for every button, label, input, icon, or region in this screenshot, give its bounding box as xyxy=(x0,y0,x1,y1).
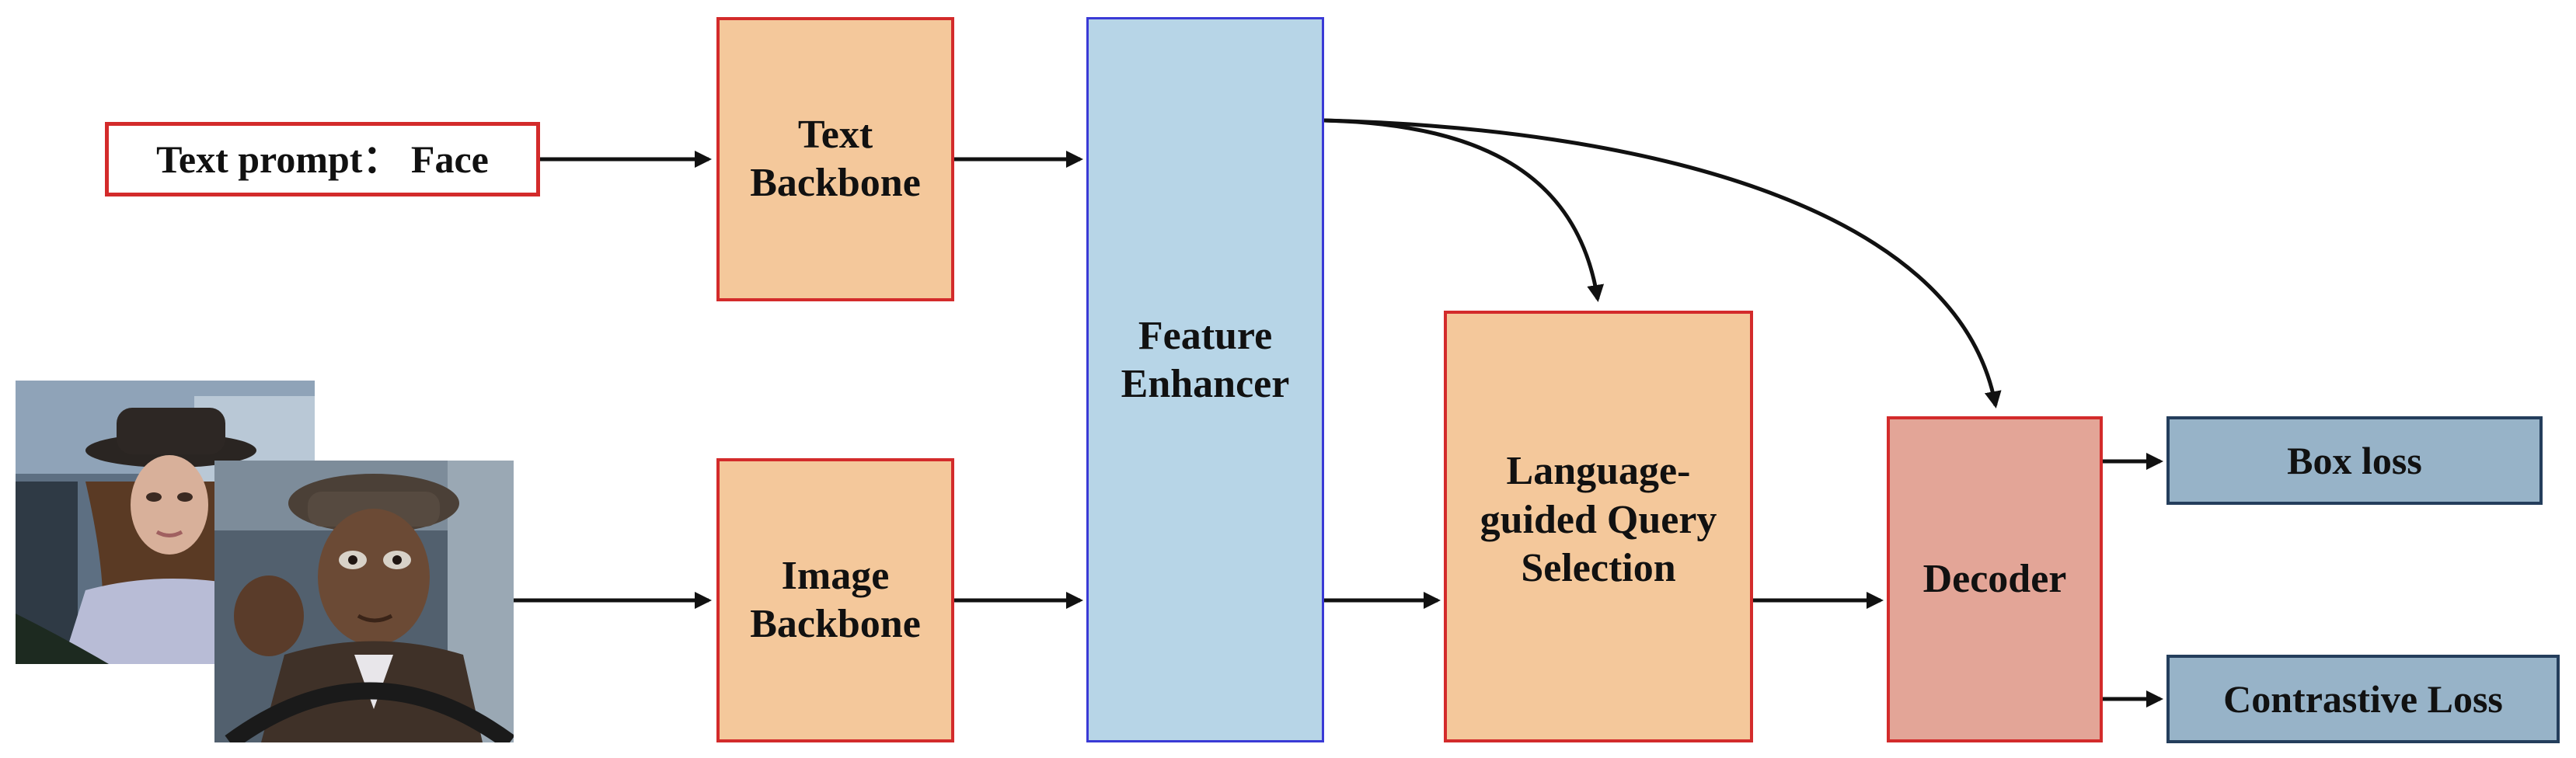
contrastive-loss-box: Contrastive Loss xyxy=(2166,655,2560,743)
feature-enhancer-label: Feature Enhancer xyxy=(1121,313,1290,406)
contrastive-loss-label: Contrastive Loss xyxy=(2223,677,2503,721)
feature-enhancer-box: Feature Enhancer xyxy=(1086,17,1324,742)
query-selection-label: Language- guided Query Selection xyxy=(1480,449,1717,591)
decoder-label: Decoder xyxy=(1922,556,2067,601)
curve-enhancer-to-query-selection xyxy=(1323,118,1605,302)
text-backbone-label: Text Backbone xyxy=(750,112,921,205)
image-backbone-box: Image Backbone xyxy=(716,458,954,742)
text-prompt-box: Text prompt： Face xyxy=(105,122,540,196)
decoder-box: Decoder xyxy=(1887,416,2103,742)
box-loss-box: Box loss xyxy=(2166,416,2543,505)
box-loss-label: Box loss xyxy=(2287,439,2422,482)
text-backbone-box: Text Backbone xyxy=(716,17,954,301)
curve-enhancer-to-decoder xyxy=(1323,118,2002,409)
query-selection-box: Language- guided Query Selection xyxy=(1444,311,1753,742)
driver-photo-man xyxy=(214,461,514,742)
image-backbone-label: Image Backbone xyxy=(750,553,921,646)
text-prompt-label: Text prompt： Face xyxy=(156,137,489,181)
